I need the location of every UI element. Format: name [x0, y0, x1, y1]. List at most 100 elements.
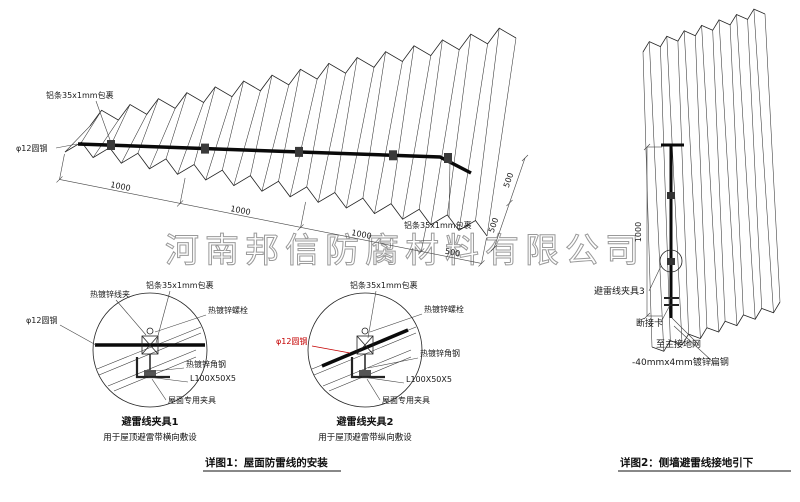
label-disconnect-link: 断接卡 — [636, 317, 663, 329]
wall-corrugation-ribs — [642, 9, 781, 352]
leader-line-red — [311, 345, 351, 354]
label-alu-strip-right: 铝条35x1mm包裹 — [404, 220, 472, 230]
label-bolt: 热镀锌螺栓 — [208, 305, 248, 315]
clamp-detail-1-view: 热镀锌线夹 铝条35x1mm包裹 热镀锌螺栓 φ12圆钢 热镀锌角钢 L100X… — [26, 280, 248, 443]
label-round-steel: φ12圆钢 — [16, 143, 47, 153]
wall-elevation-view: 1000 避雷线夹具3 断接卡 至主接地网 -40mmx4mm镀锌扁钢 — [594, 8, 781, 368]
label-alu-strip-top: 铝条35x1mm包裹 — [46, 90, 114, 100]
leader-line — [147, 376, 189, 383]
leader-line — [59, 324, 97, 346]
roof-sheet-hatch — [311, 326, 417, 392]
leader-line — [673, 325, 713, 362]
leader-line — [660, 304, 671, 323]
dim-extension — [59, 153, 65, 180]
dim-extension — [481, 237, 487, 264]
label-alu-strip: 铝条35x1mm包裹 — [350, 280, 418, 290]
dim-value: 1000 — [230, 204, 252, 217]
roof-clamp-block — [359, 370, 371, 377]
angle-steel-profile — [350, 357, 385, 379]
hatch-line — [96, 326, 202, 370]
detail-1-title: 避雷线夹具1 — [121, 415, 179, 428]
caption-detail-2: 详图2：侧墙避雷线接地引下 — [620, 456, 754, 469]
label-clamp-3: 避雷线夹具3 — [594, 285, 645, 297]
dim-tick — [297, 224, 304, 231]
leader-line — [367, 290, 377, 339]
clamp-detail-2-view: 铝条35x1mm包裹 热镀锌螺栓 φ12圆钢 热镀锌角钢 L100X50X5 屋… — [276, 280, 464, 443]
leader-line — [95, 100, 111, 141]
detail-1-subtitle: 用于屋顶避雷带横向敷设 — [103, 432, 197, 443]
dim-value: 1000 — [110, 180, 132, 193]
leader-line — [448, 159, 451, 219]
dim-extension — [300, 201, 306, 228]
wire-clamp — [389, 150, 397, 161]
leader-line — [155, 290, 171, 344]
detail-circle — [92, 292, 208, 408]
dim-value: 1000 — [351, 228, 373, 241]
dim-tick — [506, 199, 513, 207]
label-angle-steel: 热镀锌角钢 — [420, 348, 460, 358]
dim-value: 500 — [502, 171, 515, 188]
hatch-line — [322, 349, 412, 387]
lightning-wire — [77, 142, 472, 175]
dim-value: 1000 — [634, 222, 643, 242]
leader-line — [366, 378, 381, 401]
bolt-head — [146, 327, 154, 335]
caption-detail-1: 详图1：屋面防雷线的安装 — [205, 456, 328, 469]
detail-2-title: 避雷线夹具2 — [336, 415, 394, 428]
wire-clamp — [444, 153, 452, 163]
leader-line — [115, 299, 147, 336]
roof-isometric-view: 铝条35x1mm包裹 φ12圆钢 铝条35x1mm包裹 1000 1000 10… — [16, 27, 529, 267]
dim-tick — [417, 248, 425, 255]
company-watermark: 河南邦信防腐材料有限公司 — [165, 231, 645, 271]
wall-clamp — [667, 258, 675, 265]
label-round-steel: φ12圆钢 — [26, 315, 57, 325]
wall-clamp — [667, 192, 675, 199]
wire-clamps — [107, 140, 452, 163]
dim-tick — [56, 176, 63, 183]
label-bolt: 热镀锌螺栓 — [424, 304, 464, 314]
lightning-wire-section — [321, 328, 409, 368]
roof-clamp-block — [144, 370, 156, 377]
label-flat-steel: -40mmx4mm镀锌扁钢 — [632, 356, 729, 368]
label-wire-clip: 热镀锌线夹 — [90, 289, 130, 299]
wall-dimension: 1000 — [634, 143, 662, 320]
leader-line — [648, 265, 662, 292]
hatch-line — [107, 349, 197, 387]
leader-line — [55, 143, 78, 149]
bolt-head — [361, 327, 369, 335]
leader-line — [369, 313, 423, 333]
watermark-layer: 河南邦信防腐材料有限公司 — [165, 231, 645, 272]
label-alu-strip: 铝条35x1mm包裹 — [146, 280, 214, 290]
wire-clamp — [201, 143, 209, 154]
label-angle-spec: L100X50X5 — [190, 374, 236, 383]
label-angle-spec: L100X50X5 — [406, 375, 452, 384]
detail-circle — [307, 292, 423, 408]
dimension-chain-bottom: 1000 1000 1000 500 — [56, 153, 487, 267]
label-roof-clamp: 屋面专用夹具 — [168, 395, 216, 405]
dim-value: 500 — [444, 247, 461, 259]
dim-tick — [521, 154, 529, 162]
detail-2-subtitle: 用于屋顶避雷带纵向敷设 — [318, 432, 412, 443]
clip-cross — [356, 335, 374, 355]
leader-line — [367, 357, 419, 369]
dim-tick — [490, 244, 498, 252]
leader-line — [144, 367, 185, 373]
captions: 详图1：屋面防雷线的安装 详图2：侧墙避雷线接地引下 — [203, 456, 791, 472]
leader-line — [154, 314, 207, 333]
label-angle-steel: 热镀锌角钢 — [186, 359, 226, 369]
dim-extension — [420, 225, 427, 252]
dim-line — [59, 179, 482, 264]
dim-extension — [179, 177, 186, 204]
dim-tick — [643, 143, 651, 151]
label-roof-clamp: 屋面专用夹具 — [382, 395, 430, 405]
angle-steel-profile — [135, 357, 170, 379]
leader-line — [151, 378, 167, 401]
dim-tick — [478, 260, 485, 267]
leader-line — [671, 317, 699, 345]
wire-clamp — [295, 146, 303, 157]
label-to-ground: 至主接地网 — [656, 338, 701, 350]
roof-corrugation-ribs — [64, 28, 517, 237]
clip-cross — [141, 335, 159, 355]
